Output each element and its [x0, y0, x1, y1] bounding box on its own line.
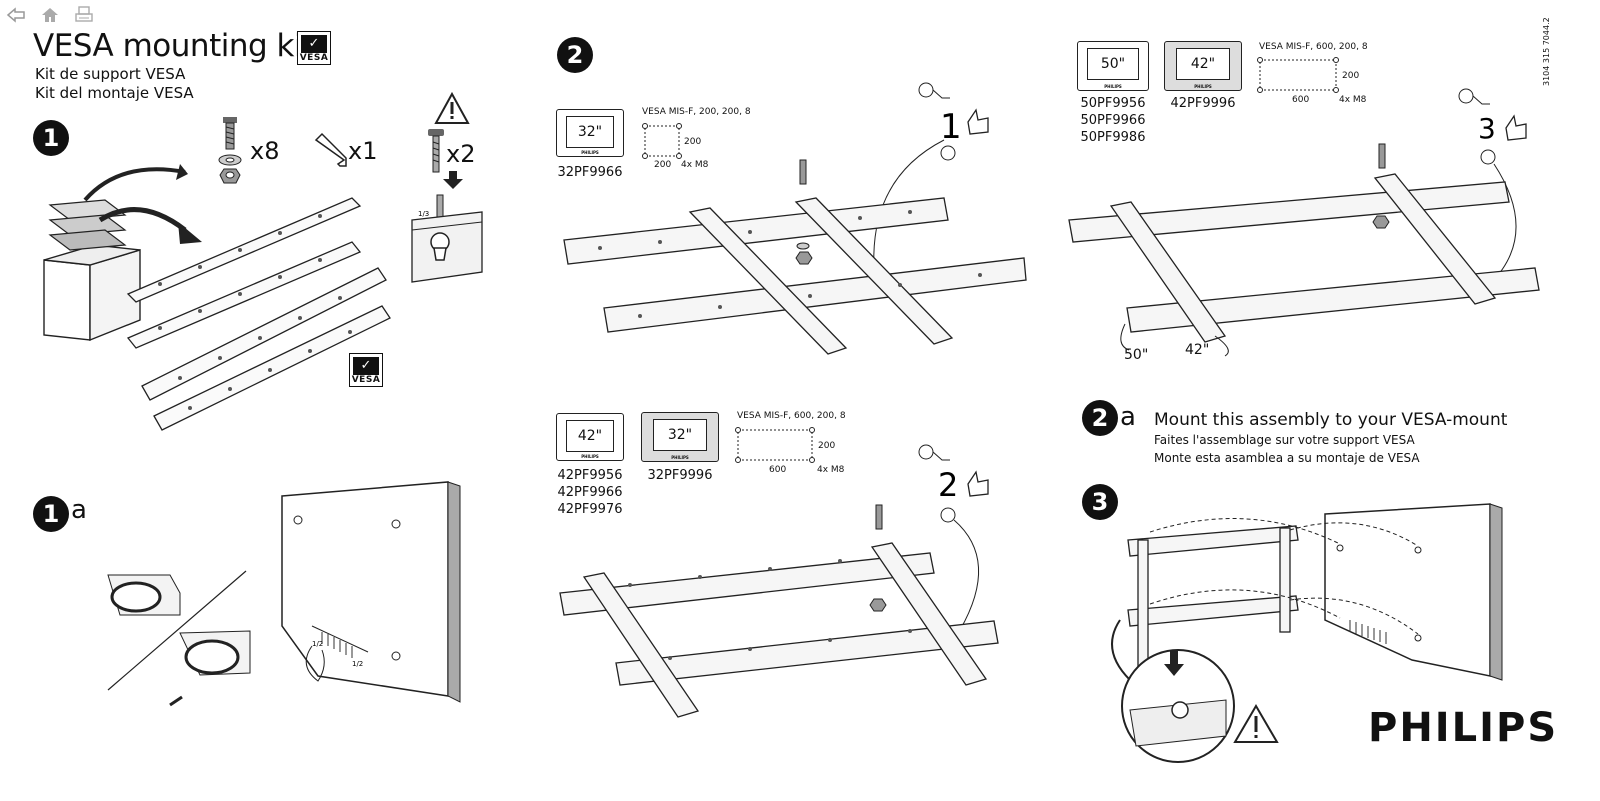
wall-mount-illustration	[1111, 503, 1503, 763]
print-icon[interactable]	[74, 6, 94, 24]
warning-triangle-icon	[434, 91, 470, 124]
size-label-50: 50"	[1124, 347, 1149, 363]
order-number: 1	[940, 107, 962, 147]
model-32pf9966: 32PF9966	[557, 165, 623, 180]
screw-icon	[428, 129, 444, 173]
dim-w-2: 600	[769, 465, 787, 475]
back-arrow-icon[interactable]	[6, 6, 26, 24]
thumbs-up-icon	[1505, 114, 1527, 141]
vesa-spec-3: VESA MIS-F, 600, 200, 8	[1259, 42, 1368, 52]
dim-h-1: 200	[684, 137, 702, 147]
step-2-number: 2	[557, 37, 593, 73]
warning-triangle-icon-2	[1233, 704, 1279, 743]
vesa-spec-1: VESA MIS-F, 200, 200, 8	[642, 107, 751, 117]
bolt-quantity: x8	[250, 137, 280, 165]
tv-size-label: 32"	[566, 116, 614, 148]
screws-1: 4x M8	[681, 160, 709, 170]
screws-3: 4x M8	[1339, 95, 1367, 105]
screw-in-bracket-illustration: 1/3	[411, 194, 483, 283]
vesa-logo-small: ✓ VESA	[349, 353, 383, 387]
allen-key-icon	[314, 132, 347, 167]
tv-icon-42-dark: 42" PHILIPS	[1164, 41, 1242, 91]
toolbar	[6, 6, 94, 24]
screw-quantity: x2	[446, 140, 476, 168]
dim-h-3: 200	[1342, 71, 1360, 81]
mount-instruction-es: Monte esta asamblea a su montaje de VESA	[1154, 451, 1420, 465]
tv-icon-32-dark: 32" PHILIPS	[641, 412, 719, 462]
hole-pattern-2	[735, 427, 815, 463]
dim-w-3: 600	[1292, 95, 1310, 105]
philips-logo: PHILIPS	[1368, 705, 1559, 751]
order-number: 2	[938, 466, 958, 504]
hole-pattern-3	[1257, 57, 1339, 93]
tv-icon-42: 42" PHILIPS	[556, 413, 624, 461]
vesa-spec-2: VESA MIS-F, 600, 200, 8	[737, 411, 846, 421]
fraction-b: 1/2	[352, 660, 363, 668]
step-1-number: 1	[33, 120, 69, 156]
bracket-assembly-3	[1068, 143, 1540, 357]
bolt-washer-nut-icon	[218, 117, 242, 184]
step-1a-letter: a	[71, 495, 87, 525]
down-arrow-icon	[443, 171, 463, 189]
step-1a-number: 1	[33, 496, 69, 532]
key-quantity: x1	[348, 137, 378, 165]
page-title: VESA mounting kit	[33, 28, 314, 64]
step-3-number: 3	[1082, 484, 1118, 520]
thumbs-up-icon	[967, 470, 989, 497]
vesa-logo: ✓ VESA	[297, 31, 331, 65]
mount-instruction-en: Mount this assembly to your VESA-mount	[1154, 410, 1508, 430]
dim-h-2: 200	[818, 441, 836, 451]
fraction-a: 1/2	[312, 640, 323, 648]
models-42: 42PF9956 42PF9966 42PF9976	[557, 468, 623, 517]
dim-w-1: 200	[654, 160, 672, 170]
box-illustration	[43, 164, 202, 342]
rails-illustration	[126, 197, 391, 431]
size-label-42: 42"	[1185, 342, 1210, 358]
home-icon[interactable]	[40, 6, 60, 24]
order-callout-1: 1	[873, 82, 989, 269]
hole-pattern-1	[642, 123, 682, 159]
checkmark-icon: ✓	[301, 35, 327, 53]
model-32pf9996: 32PF9996	[647, 468, 713, 483]
thumbs-up-icon	[967, 108, 989, 135]
model-42pf9996: 42PF9996	[1170, 96, 1236, 111]
cable-clip-illustration	[107, 570, 251, 707]
step-2a-letter: a	[1120, 402, 1136, 432]
document-code: 3104 315 7044.2	[1542, 17, 1551, 86]
order-callout-2: 2	[918, 444, 989, 631]
order-number: 3	[1478, 112, 1496, 145]
bracket-assembly-1	[563, 159, 1027, 355]
models-50: 50PF9956 50PF9966 50PF9986	[1080, 96, 1146, 145]
subtitle-es: Kit del montaje VESA	[35, 84, 194, 102]
step-2a-number: 2	[1082, 400, 1118, 436]
tv-back-illustration: 1/2 1/2	[281, 481, 461, 703]
subtitle-fr: Kit de support VESA	[35, 65, 186, 83]
bracket-assembly-2	[559, 504, 999, 718]
tv-icon-32: 32" PHILIPS	[556, 109, 624, 157]
fraction-label: 1/3	[418, 210, 429, 218]
screws-2: 4x M8	[817, 465, 845, 475]
tv-icon-50: 50" PHILIPS	[1077, 41, 1149, 91]
checkmark-icon: ✓	[353, 357, 379, 375]
mount-instruction-fr: Faites l'assemblage sur votre support VE…	[1154, 433, 1415, 447]
